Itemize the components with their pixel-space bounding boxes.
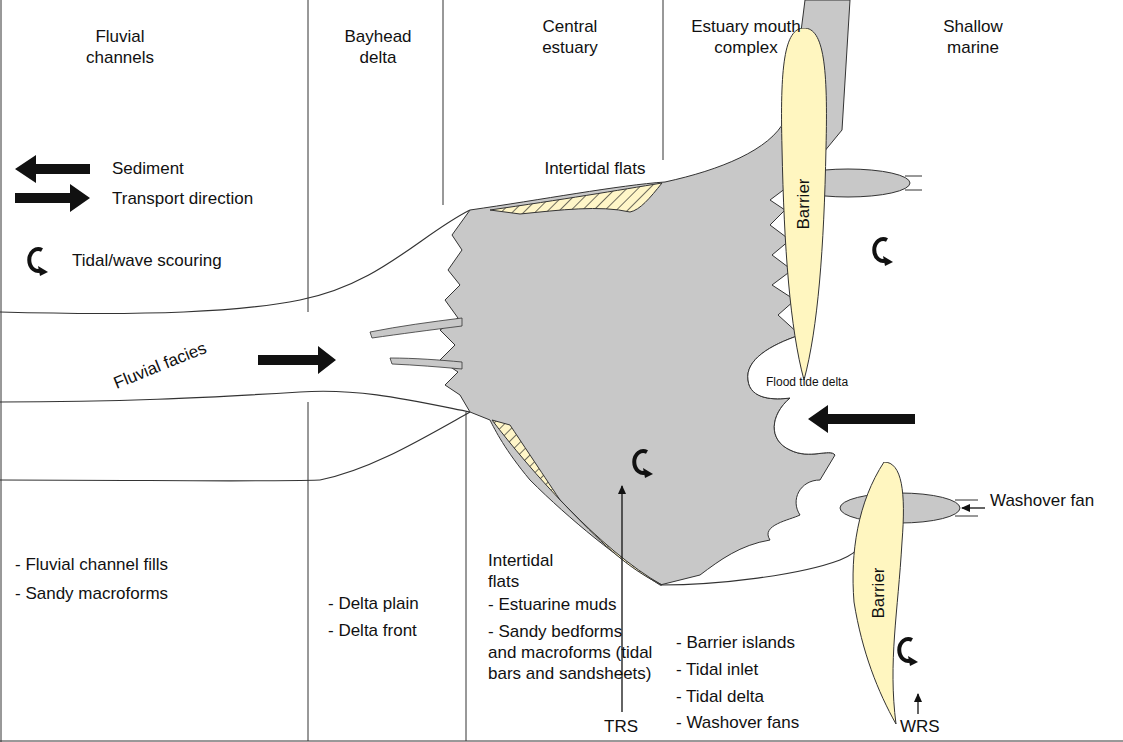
facies-item: - Delta front [328, 620, 458, 641]
callout-label: Washover fan [990, 490, 1110, 511]
facies-item: - Delta plain [328, 593, 458, 614]
facies-item: - Tidal inlet [676, 659, 876, 680]
zone-heading: Estuary mouth complex [676, 16, 816, 58]
legend-text: Transport direction [112, 188, 253, 209]
barrier-bar: Barrier [848, 462, 910, 724]
facies-item: - Barrier islands [676, 632, 876, 653]
barrier-bar: Barrier [778, 28, 830, 380]
area-label: Flood tide delta [766, 372, 856, 393]
area-label: Intertidal flats [520, 158, 670, 179]
channel-label: Fluvial facies [82, 326, 238, 405]
surface-label: TRS [604, 716, 654, 737]
legend-text: Tidal/wave scouring [72, 250, 222, 271]
facies-item: - Tidal delta [676, 686, 876, 707]
facies-item: - Fluvial channel fills [15, 554, 275, 575]
facies-item: - Sandy bedforms and macroforms (tidal b… [488, 621, 653, 684]
zone-heading: Shallow marine [928, 16, 1018, 58]
barrier-label: Barrier [794, 178, 814, 229]
zone-heading: Central estuary [520, 16, 620, 58]
facies-item: - Estuarine muds [488, 594, 658, 615]
legend-text: Sediment [112, 158, 184, 179]
surface-label: WRS [900, 716, 950, 737]
barrier-label: Barrier [869, 567, 889, 618]
area-label: Intertidal flats [488, 550, 578, 592]
zone-heading: Fluvial channels [60, 26, 180, 68]
zone-heading: Bayhead delta [338, 26, 418, 68]
facies-item: - Sandy macroforms [15, 583, 275, 604]
facies-item: - Washover fans [676, 712, 876, 733]
